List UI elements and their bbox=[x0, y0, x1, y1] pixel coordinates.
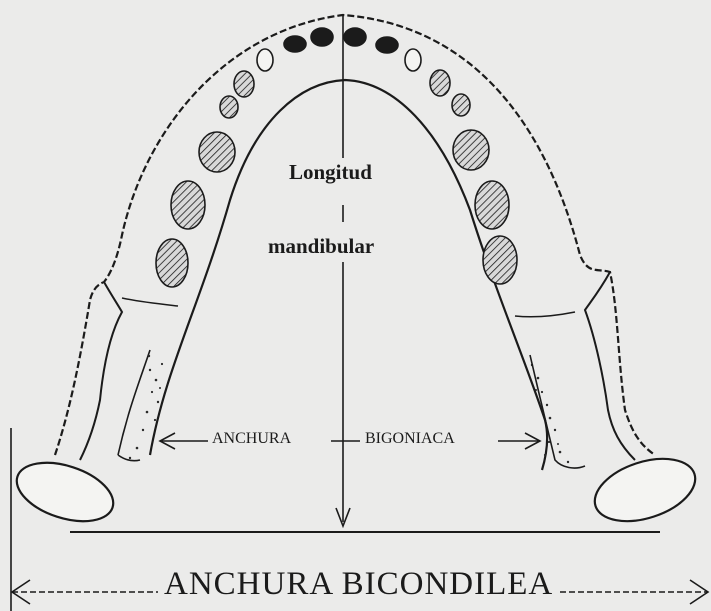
tooth bbox=[405, 49, 421, 71]
right-coronoid bbox=[530, 355, 585, 468]
left-mylohyoid-line bbox=[122, 298, 178, 306]
tooth bbox=[284, 36, 306, 52]
right-condyle bbox=[587, 447, 703, 532]
tooth bbox=[453, 130, 489, 170]
bicondylar-width-label: ANCHURA BICONDILEA bbox=[164, 566, 553, 603]
tooth bbox=[234, 71, 254, 97]
mandibular-length-label-line2: mandibular bbox=[268, 234, 374, 259]
tooth bbox=[171, 181, 205, 229]
left-coronoid bbox=[118, 350, 150, 461]
right-stipple bbox=[531, 364, 569, 463]
left-condyle bbox=[9, 452, 120, 532]
tooth bbox=[199, 132, 235, 172]
mandibular-length-label-line1: Longitud bbox=[289, 160, 372, 185]
tooth bbox=[257, 49, 273, 71]
tooth bbox=[483, 236, 517, 284]
tooth bbox=[452, 94, 470, 116]
tooth bbox=[430, 70, 450, 96]
tooth bbox=[475, 181, 509, 229]
tooth bbox=[311, 28, 333, 46]
left-stipple bbox=[129, 355, 163, 459]
bigonial-width-label-left: ANCHURA bbox=[212, 430, 291, 448]
right-mylohyoid-line bbox=[515, 312, 575, 317]
tooth bbox=[344, 28, 366, 46]
bigonial-width-label-right: BIGONIACA bbox=[365, 430, 455, 448]
right-ramus bbox=[585, 272, 635, 460]
tooth bbox=[376, 37, 398, 53]
left-ramus bbox=[80, 282, 122, 460]
tooth bbox=[156, 239, 188, 287]
tooth bbox=[220, 96, 238, 118]
